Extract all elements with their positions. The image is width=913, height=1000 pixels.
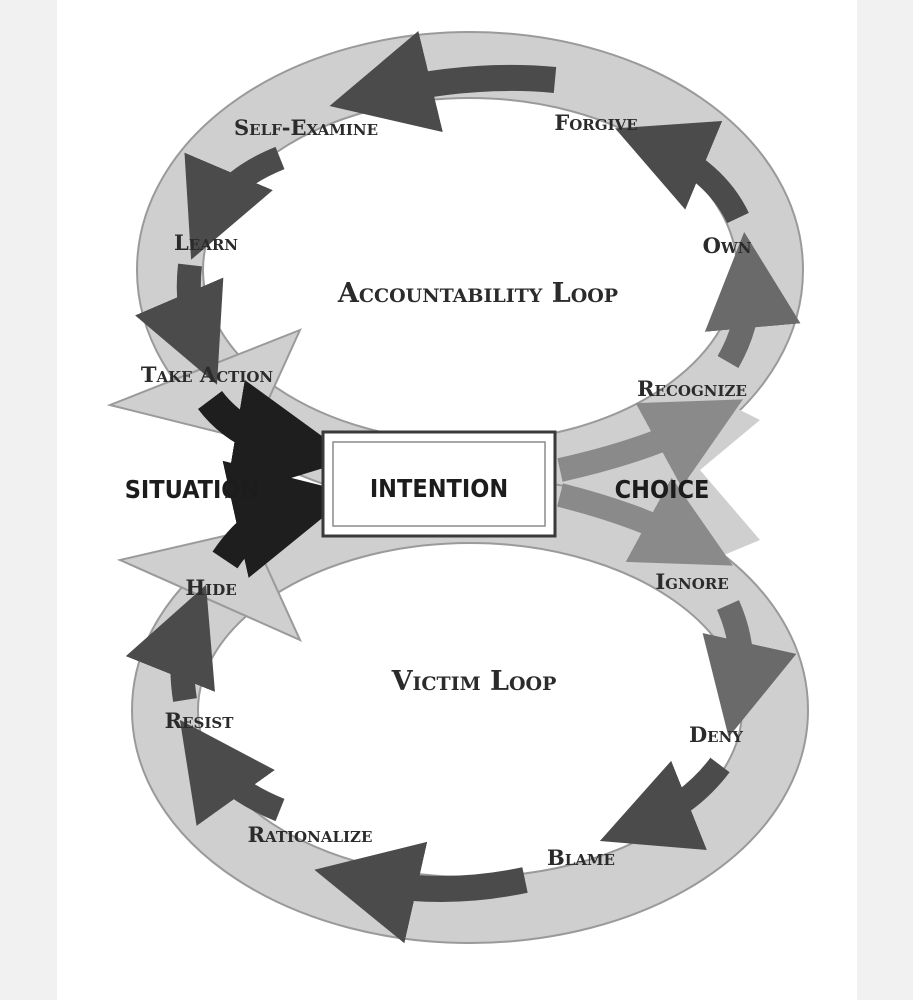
arrow-resist-to-hide <box>125 584 215 702</box>
arrow-ignore-to-deny <box>702 600 797 738</box>
step-hide: Hide <box>185 575 236 600</box>
situation-label: SITUATION <box>125 475 260 504</box>
intention-box <box>321 430 557 538</box>
arrow-recognize-to-own <box>704 231 801 368</box>
arrow-self-examine-to-learn <box>184 146 285 260</box>
arrow-own-to-forgive <box>615 121 749 224</box>
step-learn: Learn <box>174 230 238 255</box>
step-resist: Resist <box>165 708 235 733</box>
accountability-arrows <box>135 31 801 499</box>
arrow-blame-to-rationalize <box>314 841 528 944</box>
arrow-learn-to-take-action <box>135 263 224 385</box>
step-self-examine: Self-Examine <box>234 115 378 140</box>
victim-loop-title: Victim Loop <box>391 666 557 697</box>
arrow-forgive-to-self-examine <box>329 31 557 133</box>
intention-label: INTENTION <box>370 474 508 503</box>
step-take-action: Take Action <box>141 362 274 387</box>
step-forgive: Forgive <box>554 110 637 135</box>
step-deny: Deny <box>689 722 743 747</box>
accountability-loop-title: Accountability Loop <box>337 278 618 309</box>
arrow-take-action-to-intention <box>198 379 354 499</box>
step-recognize: Recognize <box>637 376 747 401</box>
victim-arrows <box>125 460 797 944</box>
step-own: Own <box>703 233 752 258</box>
step-ignore: Ignore <box>655 569 728 594</box>
arrow-hide-to-intention <box>212 460 353 578</box>
arrow-choice-to-recognize <box>557 399 743 488</box>
arrow-choice-to-ignore <box>557 477 733 566</box>
choice-label: CHOICE <box>615 475 710 504</box>
arrow-rationalize-to-resist <box>179 719 285 826</box>
arrow-deny-to-blame <box>599 757 730 850</box>
step-blame: Blame <box>547 845 615 870</box>
step-rationalize: Rationalize <box>248 822 373 847</box>
